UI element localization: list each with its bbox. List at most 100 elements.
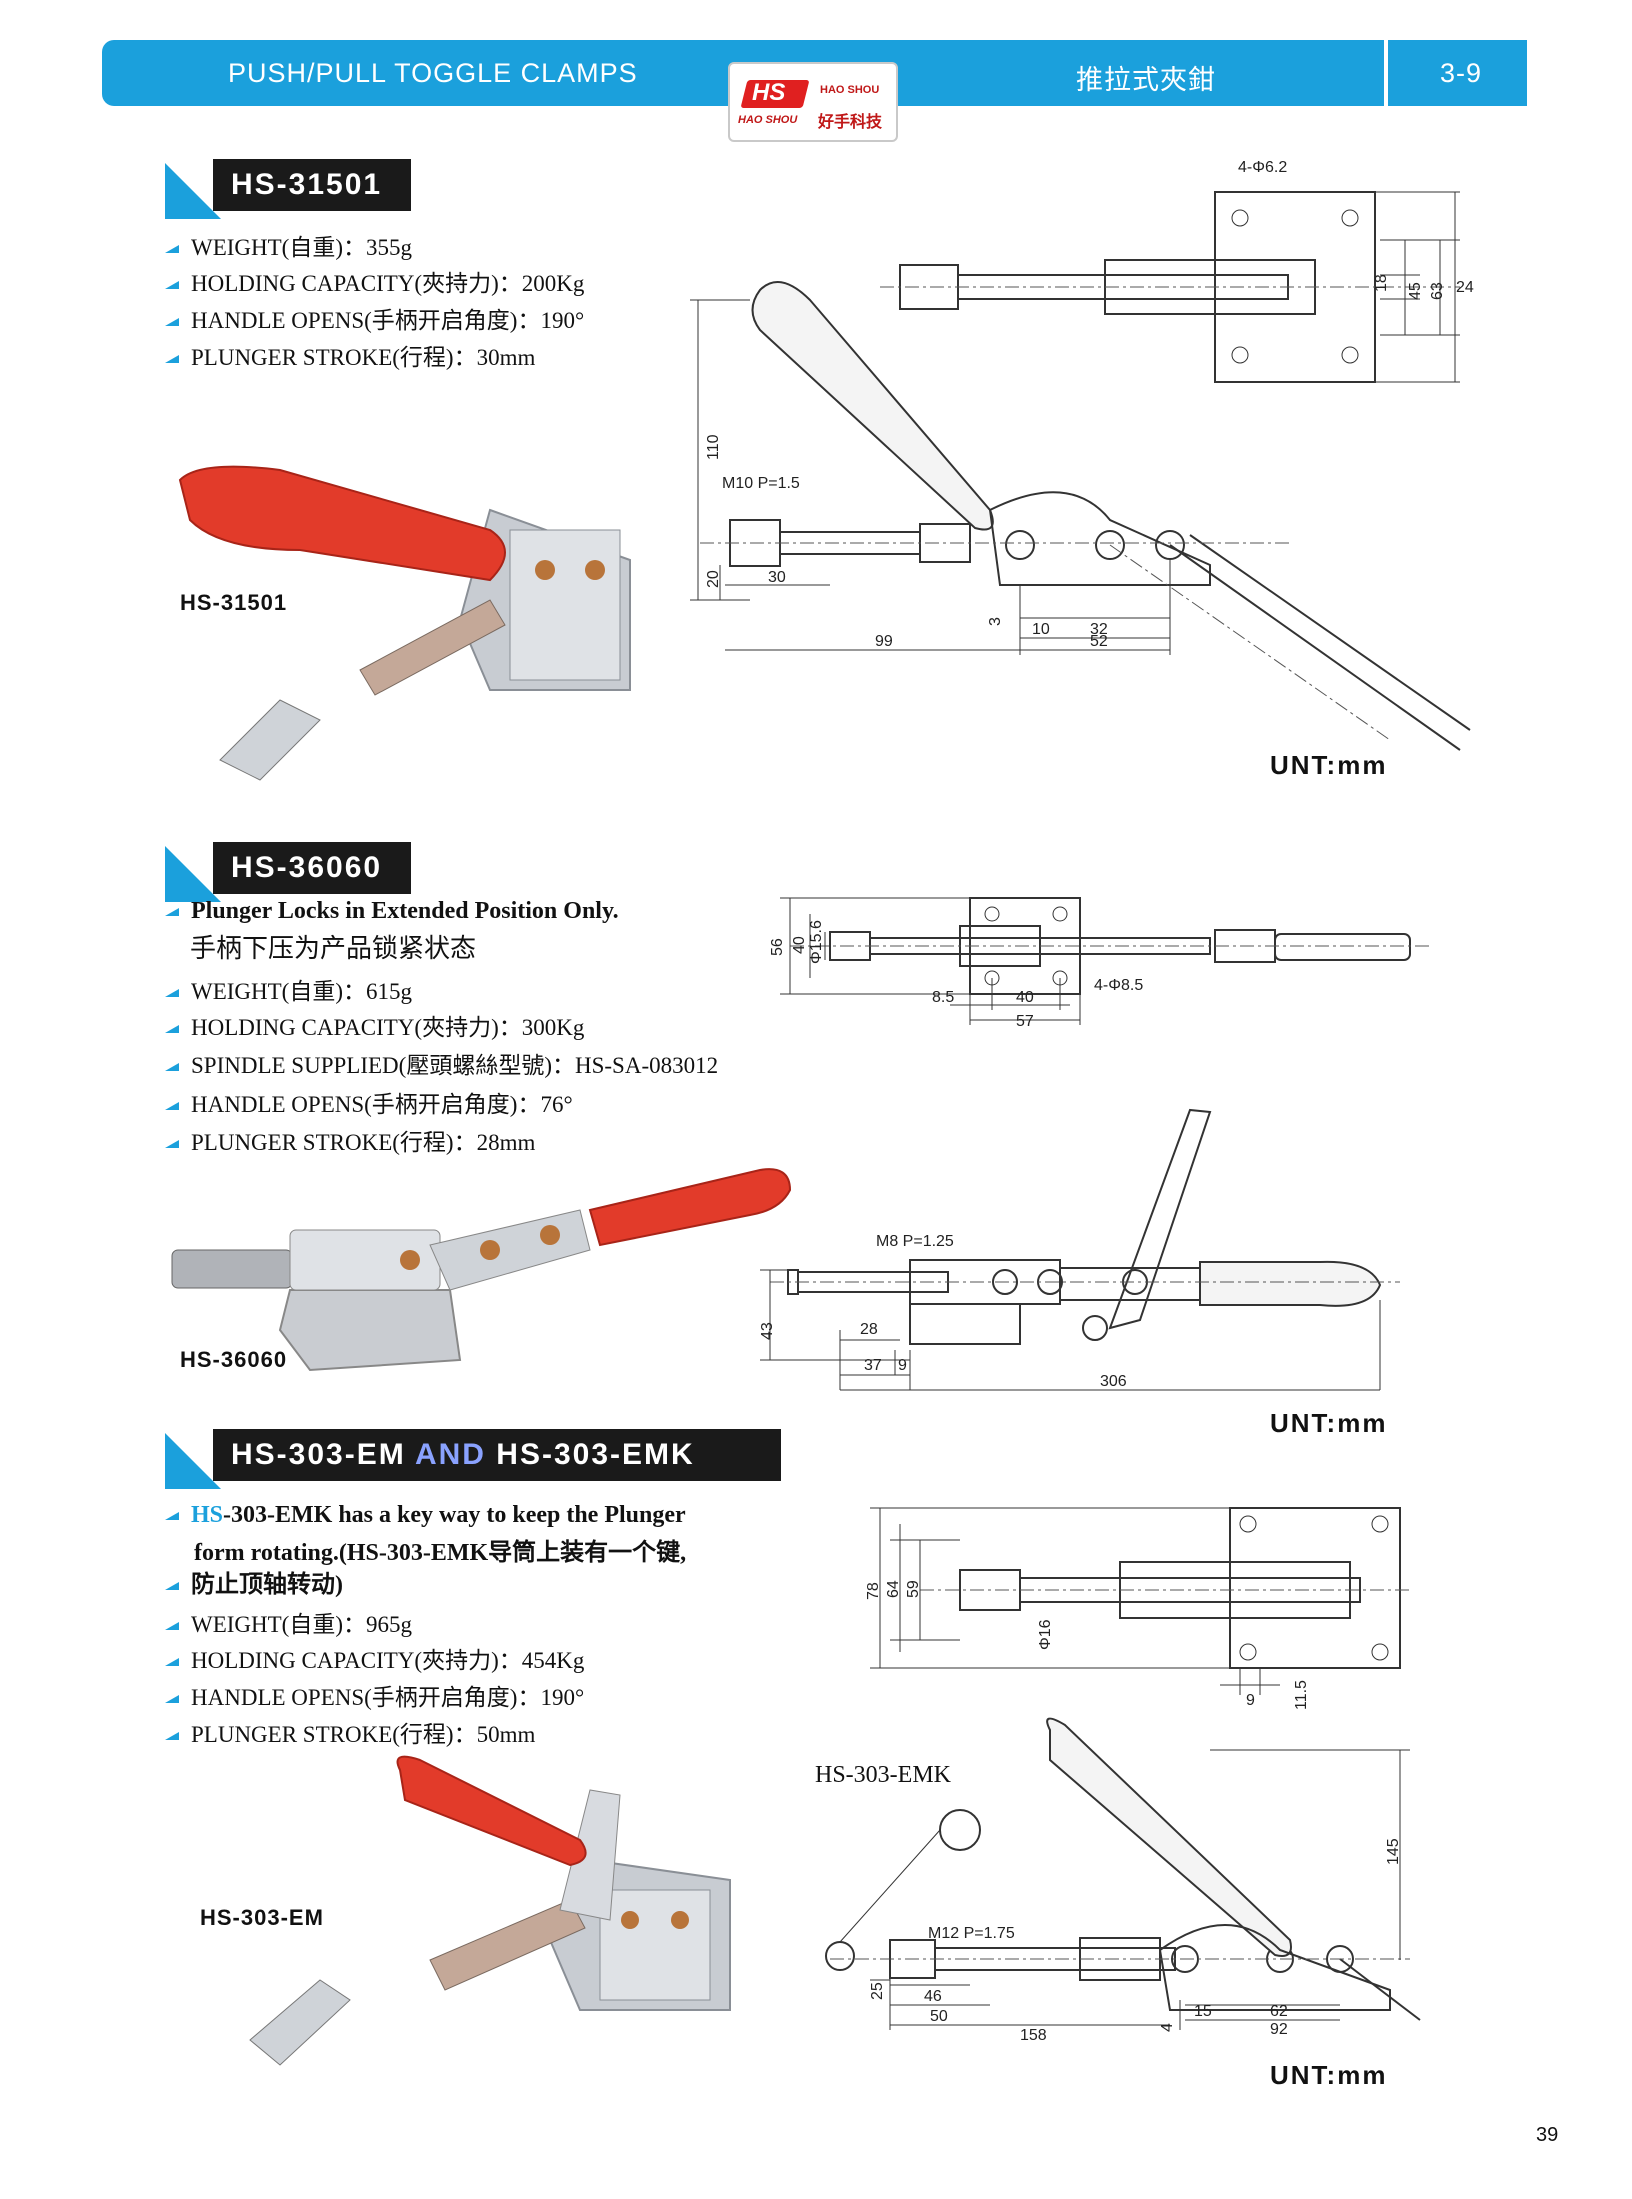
bullet-icon [165,1512,179,1520]
bullet-icon [165,1063,179,1071]
section-heading-accent [165,846,221,902]
spec-plunger-stroke: PLUNGER STROKE(行程)：50mm [165,1715,535,1749]
bullet-icon [165,281,179,289]
dim-46: 46 [924,1988,942,2005]
section-joiner: AND [414,1438,486,1471]
spec-holding-capacity: HOLDING CAPACITY(夾持力)：200Kg [165,264,584,298]
brand-logo: HS HAO SHOU HAO SHOU 好手科技 [728,62,898,142]
photo-label-hs303-em: HS-303-EM [200,1905,324,1930]
dim-10: 10 [1032,621,1050,638]
section-title: HS-303-EM AND HS-303-EMK [213,1429,781,1481]
note-key-way-cn: 防止顶轴转动) [165,1564,343,1599]
dim-62: 62 [1270,2003,1288,2020]
bullet-icon [165,1695,179,1703]
bullet-icon [165,1732,179,1740]
dim-43: 43 [759,1322,776,1340]
spec-holding-capacity: HOLDING CAPACITY(夾持力)：454Kg [165,1641,584,1675]
section-title: HS-36060 [213,842,411,894]
dim-306: 306 [1100,1373,1127,1390]
header-page-code-box [1388,40,1527,106]
dim-145: 145 [1385,1838,1402,1865]
section-heading-hs36060: HS-36060 [165,838,425,904]
dim-4: 4 [1159,2023,1176,2032]
bullet-icon [165,1025,179,1033]
unit-label-hs31501: UNT:mm [1270,750,1388,780]
bullet-icon [165,908,179,916]
logo-name-cn: 好手科技 [818,114,883,131]
logo-mark: HS [752,79,786,106]
dim-32: 32 [1090,621,1108,638]
bullet-icon [165,355,179,363]
product-photo-hs31501 [178,465,631,781]
dim-63: 63 [1429,282,1446,300]
dim-78: 78 [865,1582,882,1600]
logo-name-en: HAO SHOU [820,84,880,96]
dim-45: 45 [1407,282,1424,300]
spec-holding-capacity: HOLDING CAPACITY(夾持力)：300Kg [165,1008,584,1042]
dim-8-5: 8.5 [932,989,954,1006]
dim-110: 110 [705,434,722,460]
dim-thread-m10: M10 P=1.5 [722,475,800,492]
section-heading-hs303: HS-303-EM AND HS-303-EMK [165,1425,795,1491]
bullet-icon [165,1140,179,1148]
section-heading-hs31501: HS-31501 [165,155,425,221]
dim-15: 15 [1194,2003,1212,2020]
note-key-way-line2: form rotating.(HS-303-EMK导筒上装有一个键, [194,1540,687,1566]
spec-handle-opens: HANDLE OPENS(手柄开启角度)：76° [165,1085,573,1119]
spec-handle-opens: HANDLE OPENS(手柄开启角度)：190° [165,1678,584,1712]
dim-40-width: 40 [1016,989,1034,1006]
dim-28: 28 [860,1321,878,1338]
bullet-icon [165,245,179,253]
dim-holes: 4-Φ8.5 [1094,977,1143,994]
photo-label-hs31501: HS-31501 [180,590,288,615]
dim-3: 3 [987,617,1004,626]
header-page-code: 3-9 [1440,58,1483,88]
drawing-side-view-hs36060: 43 M8 P=1.25 28 37 9 306 [759,1108,1400,1391]
dim-64: 64 [885,1580,902,1598]
drawing-side-view-hs31501: 110 20 M10 P=1.5 30 3 10 32 99 52 [690,281,1471,751]
header-separator [1384,40,1388,106]
drawing-side-view-hs303: 145 M12 P=1.75 25 46 50 158 4 15 62 92 [825,1717,1421,2044]
dim-holes: 4-Φ6.2 [1238,159,1287,176]
dim-40: 40 [791,936,808,954]
dim-92: 92 [1270,2021,1288,2038]
dim-56: 56 [769,938,786,956]
dim-52: 52 [1090,633,1108,650]
dim-158: 158 [1020,2027,1047,2044]
header-right-title: 推拉式夾鉗 [1076,65,1216,95]
note-plunger-locks-cn: 手柄下压为产品锁紧状态 [190,934,477,963]
dim-50: 50 [930,2008,948,2025]
bullet-icon [165,1582,179,1590]
dim-9: 9 [1246,1692,1255,1709]
dim-16: Φ16 [1037,1619,1054,1650]
photo-label-hs36060: HS-36060 [180,1347,288,1372]
spec-weight: WEIGHT(自重)：615g [165,972,412,1006]
dim-25: 25 [869,1982,886,2000]
drawing-top-view-hs303: 78 64 59 Φ16 9 11.5 [865,1507,1410,1710]
section-title: HS-31501 [213,159,411,211]
section-model-a: HS-303-EM [231,1438,406,1471]
unit-label-hs303: UNT:mm [1270,2060,1388,2090]
drawing-top-view-hs31501: 4-Φ6.2 18 45 63 24 [880,159,1474,383]
dim-11-5: 11.5 [1293,1680,1310,1710]
section-heading-accent [165,1433,221,1489]
dim-thread-m8: M8 P=1.25 [876,1233,954,1250]
dim-59: 59 [905,1580,922,1598]
drawing-top-view-hs36060: 56 40 Φ15.6 4-Φ8.5 8.5 40 57 [769,897,1430,1030]
bullet-icon [165,1102,179,1110]
dim-24: 24 [1456,279,1474,296]
section-heading-accent [165,163,221,219]
spec-weight: WEIGHT(自重)：965g [165,1605,412,1639]
bullet-icon [165,989,179,997]
dim-99: 99 [875,633,893,650]
bullet-icon [165,1658,179,1666]
spec-spindle-supplied: SPINDLE SUPPLIED(壓頭螺絲型號)：HS-SA-083012 [165,1046,718,1080]
bullet-icon [165,1622,179,1630]
dim-18: 18 [1373,274,1390,292]
unit-label-hs36060: UNT:mm [1270,1408,1388,1438]
dim-15-6: Φ15.6 [808,920,825,964]
dim-30: 30 [768,569,786,586]
product-photo-hs36060 [171,1168,792,1372]
dim-thread-m12: M12 P=1.75 [928,1925,1015,1942]
spec-weight: WEIGHT(自重)：355g [165,228,412,262]
